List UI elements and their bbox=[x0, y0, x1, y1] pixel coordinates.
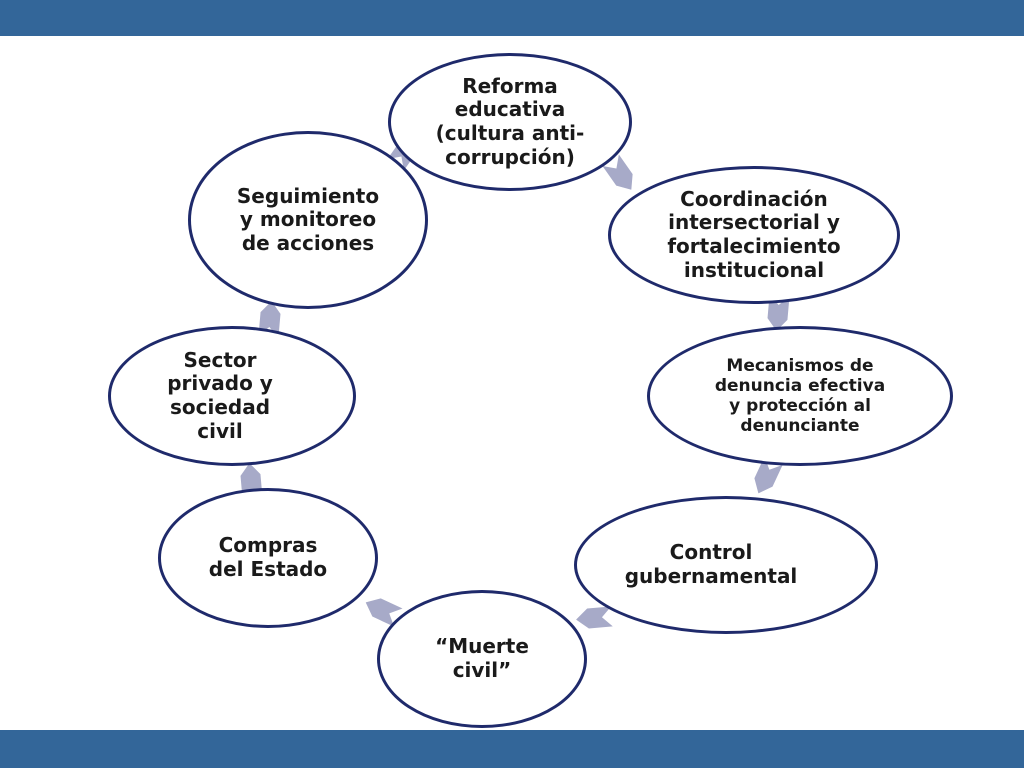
footer-band bbox=[0, 730, 1024, 768]
node-label: Compras del Estado bbox=[208, 533, 328, 581]
node-label: Seguimiento y monitoreo de acciones bbox=[236, 183, 380, 255]
header-band bbox=[0, 0, 1024, 36]
chevron-arrow-icon bbox=[745, 454, 787, 499]
node-coordinacion-intersectorial: Coordinación intersectorial y fortalecim… bbox=[608, 166, 900, 304]
node-sector-privado: Sector privado y sociedad civil bbox=[108, 326, 356, 466]
node-label: Mecanismos de denuncia efectiva y protec… bbox=[714, 355, 886, 437]
chevron-arrow-icon bbox=[575, 601, 613, 634]
node-label: Reforma educativa (cultura anti- corrupc… bbox=[435, 73, 585, 169]
node-compras-del-estado: Compras del Estado bbox=[158, 488, 378, 628]
node-control-gubernamental: Control gubernamental bbox=[574, 496, 878, 634]
node-label: “Muerte civil” bbox=[435, 634, 529, 682]
node-label: Coordinación intersectorial y fortalecim… bbox=[667, 186, 841, 282]
node-mecanismos-denuncia: Mecanismos de denuncia efectiva y protec… bbox=[647, 326, 953, 466]
node-label: Control gubernamental bbox=[624, 540, 798, 588]
node-seguimiento-monitoreo: Seguimiento y monitoreo de acciones bbox=[188, 131, 428, 309]
node-muerte-civil: “Muerte civil” bbox=[377, 590, 587, 728]
chevron-arrow-icon bbox=[359, 589, 404, 631]
chevron-arrow-icon bbox=[598, 152, 643, 199]
node-label: Sector privado y sociedad civil bbox=[167, 347, 273, 443]
node-reforma-educativa: Reforma educativa (cultura anti- corrupc… bbox=[388, 53, 632, 191]
